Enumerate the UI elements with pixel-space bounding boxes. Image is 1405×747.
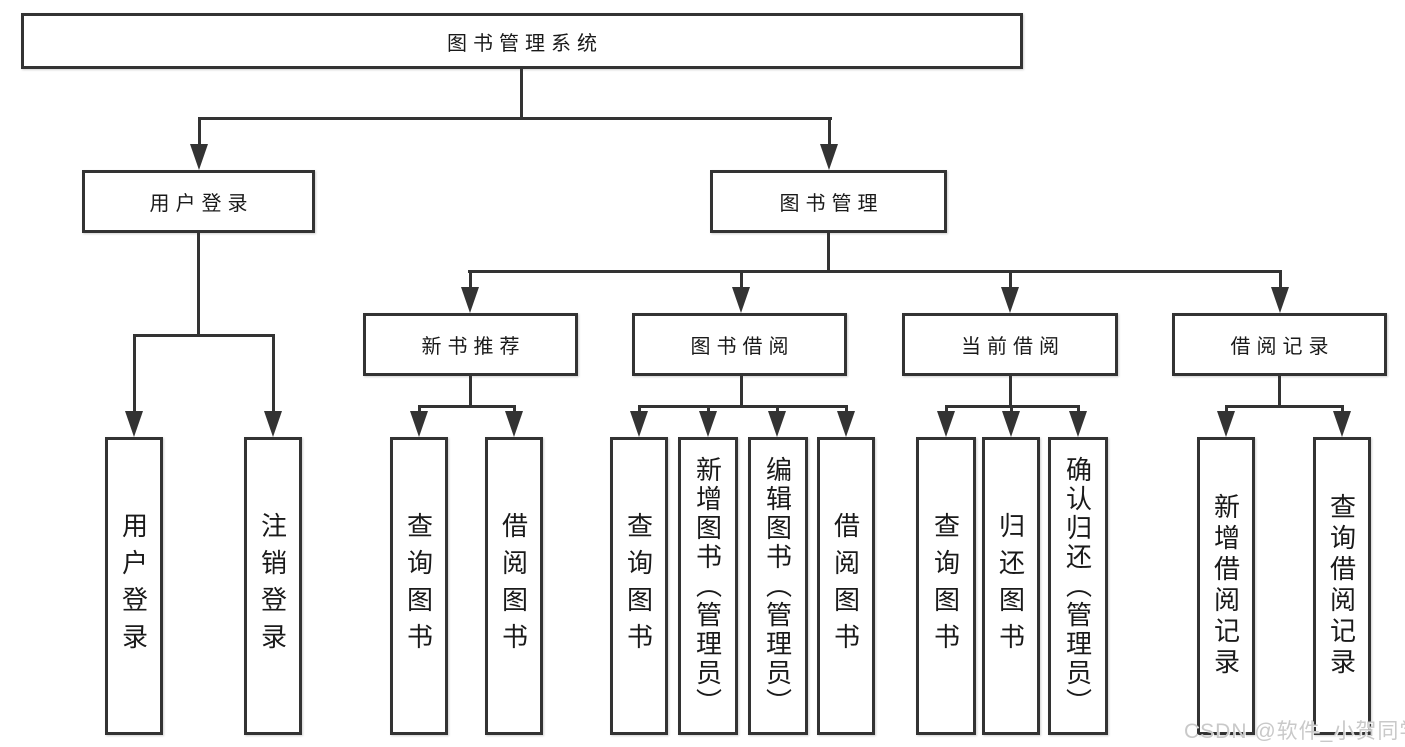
leaf-br-add-record-label: 新增借阅记录 [1210,493,1241,679]
arrow-nb-leaf2-icon [505,411,523,437]
connector-userlogin-shaft [198,117,201,147]
arrow-br-leaf2-icon [1333,411,1351,437]
leaf-br-add-record: 新增借阅记录 [1197,437,1255,735]
connector-borrow-branch [638,405,848,408]
leaf-bb-add-books-admin: 新增图书（管理员） [678,437,738,735]
connector-bookmgmt-stem [827,233,830,273]
node-current-borrow: 当前借阅 [902,313,1118,376]
connector-newbook-branch [418,405,516,408]
leaf-bb-query-books: 查询图书 [610,437,668,735]
connector-br-leaf1-shaft [1225,405,1228,415]
connector-record-stem [1278,376,1281,408]
node-book-management-label: 图书管理 [779,193,884,215]
connector-bb-leaf2-shaft [707,405,710,415]
connector-record-branch [1225,405,1343,408]
connector-borrow-shaft [740,270,743,290]
node-borrow-record-label: 借阅记录 [1230,336,1335,358]
arrow-nb-leaf1-icon [410,411,428,437]
connector-root-branch [198,117,832,120]
arrow-to-user-login-icon [190,144,208,170]
arrow-bb-leaf2-icon [699,411,717,437]
leaf-br-query-record: 查询借阅记录 [1313,437,1371,735]
leaf-cb-return-books-label: 归还图书 [995,512,1026,660]
node-root-label: 图书管理系统 [447,32,603,55]
node-user-login-label: 用户登录 [149,193,254,215]
connector-login-leaf-shaft [133,334,136,414]
leaf-bb-edit-books-admin-label: 编辑图书（管理员） [762,455,793,717]
connector-root-stem [520,69,523,120]
arrow-br-leaf1-icon [1217,411,1235,437]
leaf-bb-borrow-books-label: 借阅图书 [830,512,861,660]
leaf-logout-label: 注销登录 [257,512,288,660]
leaf-bb-query-books-label: 查询图书 [623,512,654,660]
arrow-to-book-management-icon [820,144,838,170]
arrow-cb-leaf1-icon [937,411,955,437]
leaf-cb-query-books-label: 查询图书 [930,512,961,660]
leaf-bb-borrow-books: 借阅图书 [817,437,875,735]
node-book-management: 图书管理 [710,170,947,233]
connector-record-shaft [1279,270,1282,290]
connector-current-shaft [1009,270,1012,290]
leaf-cb-confirm-return-admin-label: 确认归还（管理员） [1062,455,1093,717]
node-user-login: 用户登录 [82,170,315,233]
connector-cb-leaf2-shaft [1010,405,1013,415]
connector-bb-leaf1-shaft [638,405,641,415]
arrow-bb-leaf1-icon [630,411,648,437]
connector-bookmgmt-shaft [828,117,831,147]
node-new-book-recommend-label: 新书推荐 [421,336,526,358]
connector-userlogin-branch [133,334,275,337]
connector-bb-leaf4-shaft [845,405,848,415]
leaf-cb-confirm-return-admin: 确认归还（管理员） [1048,437,1108,735]
leaf-br-query-record-label: 查询借阅记录 [1326,493,1357,679]
leaf-bb-edit-books-admin: 编辑图书（管理员） [748,437,808,735]
arrow-to-current-borrow-icon [1001,287,1019,313]
connector-newbook-stem [469,376,472,408]
connector-current-stem [1009,376,1012,408]
leaf-user-login-label: 用户登录 [118,512,149,660]
connector-logout-leaf-shaft [272,334,275,414]
arrow-bb-leaf3-icon [768,411,786,437]
csdn-watermark: CSDN @软件_小贺同学 [1184,720,1405,743]
leaf-nb-query-books-label: 查询图书 [403,512,434,660]
connector-cb-leaf3-shaft [1077,405,1080,415]
leaf-logout: 注销登录 [244,437,302,735]
arrow-cb-leaf3-icon [1069,411,1087,437]
arrow-to-logout-leaf-icon [264,411,282,437]
connector-bookmgmt-branch [468,270,1282,273]
node-borrow-record: 借阅记录 [1172,313,1387,376]
arrow-to-book-borrow-icon [732,287,750,313]
arrow-to-borrow-record-icon [1271,287,1289,313]
node-root-system: 图书管理系统 [21,13,1023,69]
connector-userlogin-stem [197,233,200,336]
leaf-user-login: 用户登录 [105,437,163,735]
leaf-nb-query-books: 查询图书 [390,437,448,735]
connector-br-leaf2-shaft [1341,405,1344,415]
arrow-to-new-book-icon [461,287,479,313]
connector-borrow-stem [740,376,743,408]
node-book-borrow: 图书借阅 [632,313,847,376]
connector-cb-leaf1-shaft [945,405,948,415]
leaf-cb-return-books: 归还图书 [982,437,1040,735]
arrow-cb-leaf2-icon [1002,411,1020,437]
connector-nb-leaf2-shaft [513,405,516,415]
connector-nb-leaf1-shaft [418,405,421,415]
arrow-bb-leaf4-icon [837,411,855,437]
leaf-nb-borrow-books-label: 借阅图书 [498,512,529,660]
connector-bb-leaf3-shaft [776,405,779,415]
connector-newbook-shaft [469,270,472,290]
leaf-bb-add-books-admin-label: 新增图书（管理员） [692,455,723,717]
arrow-to-login-leaf-icon [125,411,143,437]
node-current-borrow-label: 当前借阅 [961,336,1065,358]
node-book-borrow-label: 图书借阅 [690,336,795,358]
node-new-book-recommend: 新书推荐 [363,313,578,376]
leaf-nb-borrow-books: 借阅图书 [485,437,543,735]
leaf-cb-query-books: 查询图书 [916,437,976,735]
